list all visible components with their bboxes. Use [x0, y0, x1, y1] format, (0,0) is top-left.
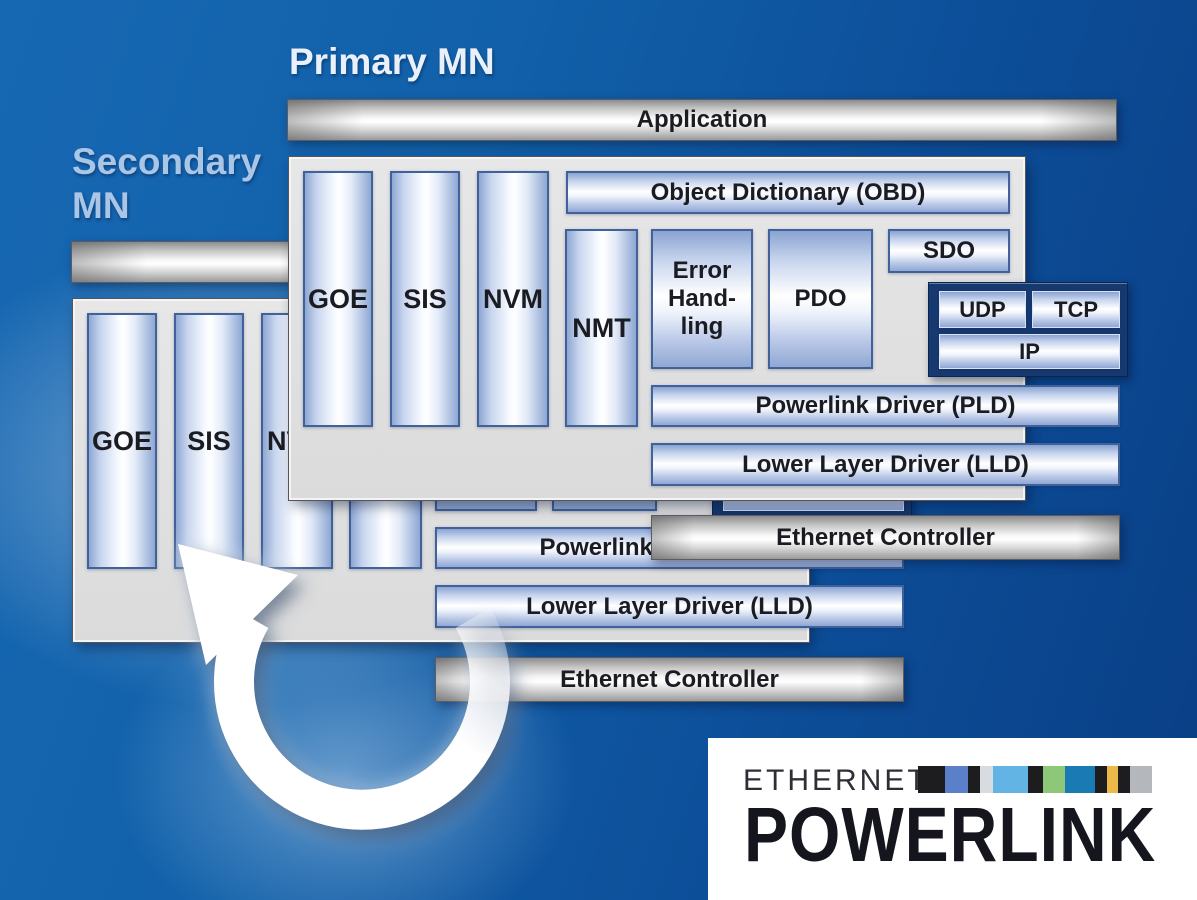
- strip-block: [1118, 766, 1130, 793]
- sdo-label: SDO: [922, 237, 975, 264]
- udp-block: UDP: [939, 291, 1026, 328]
- nmt-label: NMT: [572, 312, 631, 343]
- strip-block: [1065, 766, 1095, 793]
- strip-block: [980, 766, 993, 793]
- ip-block: IP: [939, 334, 1120, 369]
- strip-block: [918, 766, 945, 793]
- ethernet-powerlink-logo: ETHERNET POWERLINK: [708, 738, 1197, 900]
- sis-block: SIS: [174, 313, 244, 569]
- object-dictionary-label: Object Dictionary (OBD): [650, 178, 926, 206]
- application-bar: Application: [287, 99, 1117, 141]
- strip-block: [1095, 766, 1107, 793]
- strip-block: [1043, 766, 1065, 793]
- strip-block: [1028, 766, 1043, 793]
- ethernet-controller-bar: Ethernet Controller: [435, 657, 904, 702]
- udp-label: UDP: [959, 296, 1006, 322]
- lower-layer-driver-block: Lower Layer Driver (LLD): [651, 443, 1120, 486]
- ethernet-controller-bar: Ethernet Controller: [651, 515, 1120, 560]
- primary-mn-stack: Application GOE SIS NVM NMT Object Dicti…: [287, 99, 1128, 560]
- tcp-label: TCP: [1054, 296, 1098, 322]
- sis-label: SIS: [403, 283, 447, 314]
- sdo-block: SDO: [888, 229, 1010, 273]
- pdo-block: PDO: [768, 229, 873, 369]
- strip-block: [968, 766, 980, 793]
- ethernet-controller-label: Ethernet Controller: [560, 665, 779, 693]
- sis-label: SIS: [187, 425, 231, 456]
- nmt-block: NMT: [565, 229, 638, 427]
- ethernet-controller-label: Ethernet Controller: [776, 523, 995, 551]
- strip-block: [945, 766, 968, 793]
- primary-mn-title: Primary MN: [289, 41, 495, 82]
- nvm-label: NVM: [483, 283, 543, 314]
- error-handling-label: Error Hand- ling: [668, 256, 736, 341]
- lower-layer-driver-label: Lower Layer Driver (LLD): [526, 592, 813, 620]
- sis-block: SIS: [390, 171, 460, 427]
- object-dictionary-block: Object Dictionary (OBD): [566, 171, 1010, 214]
- tcp-block: TCP: [1032, 291, 1120, 328]
- powerlink-driver-block: Powerlink Driver (PLD): [651, 385, 1120, 427]
- strip-block: [1130, 766, 1152, 793]
- lower-layer-driver-label: Lower Layer Driver (LLD): [742, 450, 1029, 478]
- logo-ethernet-text: ETHERNET: [743, 764, 929, 797]
- powerlink-driver-label: Powerlink Driver (PLD): [755, 392, 1016, 419]
- ip-label: IP: [1019, 338, 1040, 364]
- goe-block: GOE: [87, 313, 157, 569]
- error-handling-block: Error Hand- ling: [651, 229, 753, 369]
- strip-block: [1107, 766, 1118, 793]
- nvm-block: NVM: [477, 171, 549, 427]
- logo-powerlink-text: POWERLINK: [744, 791, 1157, 878]
- pdo-label: PDO: [794, 285, 847, 312]
- strip-block: [993, 766, 1028, 793]
- lower-layer-driver-block: Lower Layer Driver (LLD): [435, 585, 904, 628]
- logo-color-strip: [918, 766, 1152, 793]
- goe-block: GOE: [303, 171, 373, 427]
- application-label: Application: [636, 106, 768, 133]
- udp-tcp-ip-group: UDP TCP IP: [928, 282, 1128, 377]
- goe-label: GOE: [307, 283, 368, 314]
- goe-label: GOE: [91, 425, 152, 456]
